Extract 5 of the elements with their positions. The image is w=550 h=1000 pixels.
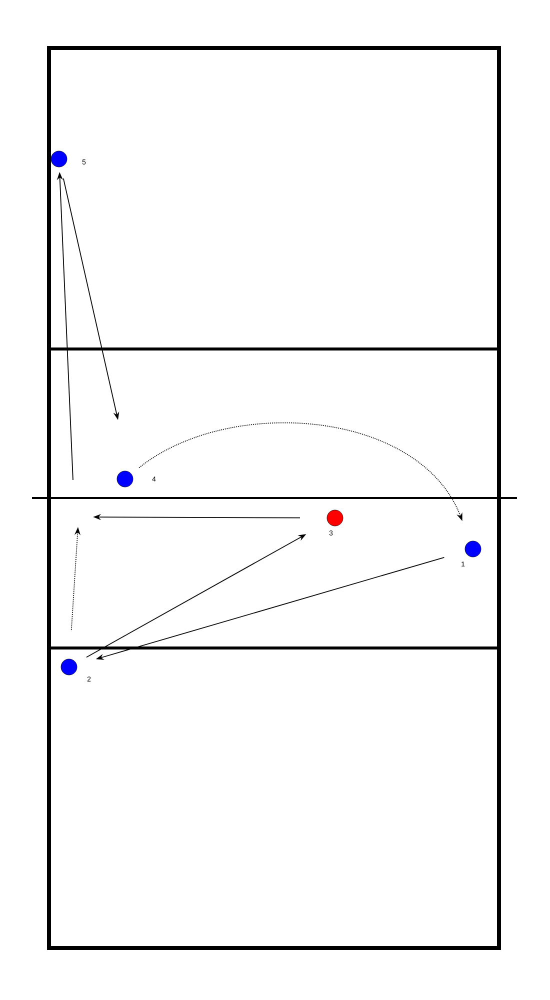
player-circle [116, 470, 134, 488]
player-circle [60, 658, 78, 676]
player-circle [50, 150, 68, 168]
player-circle [326, 510, 344, 526]
player-circle [464, 540, 482, 558]
